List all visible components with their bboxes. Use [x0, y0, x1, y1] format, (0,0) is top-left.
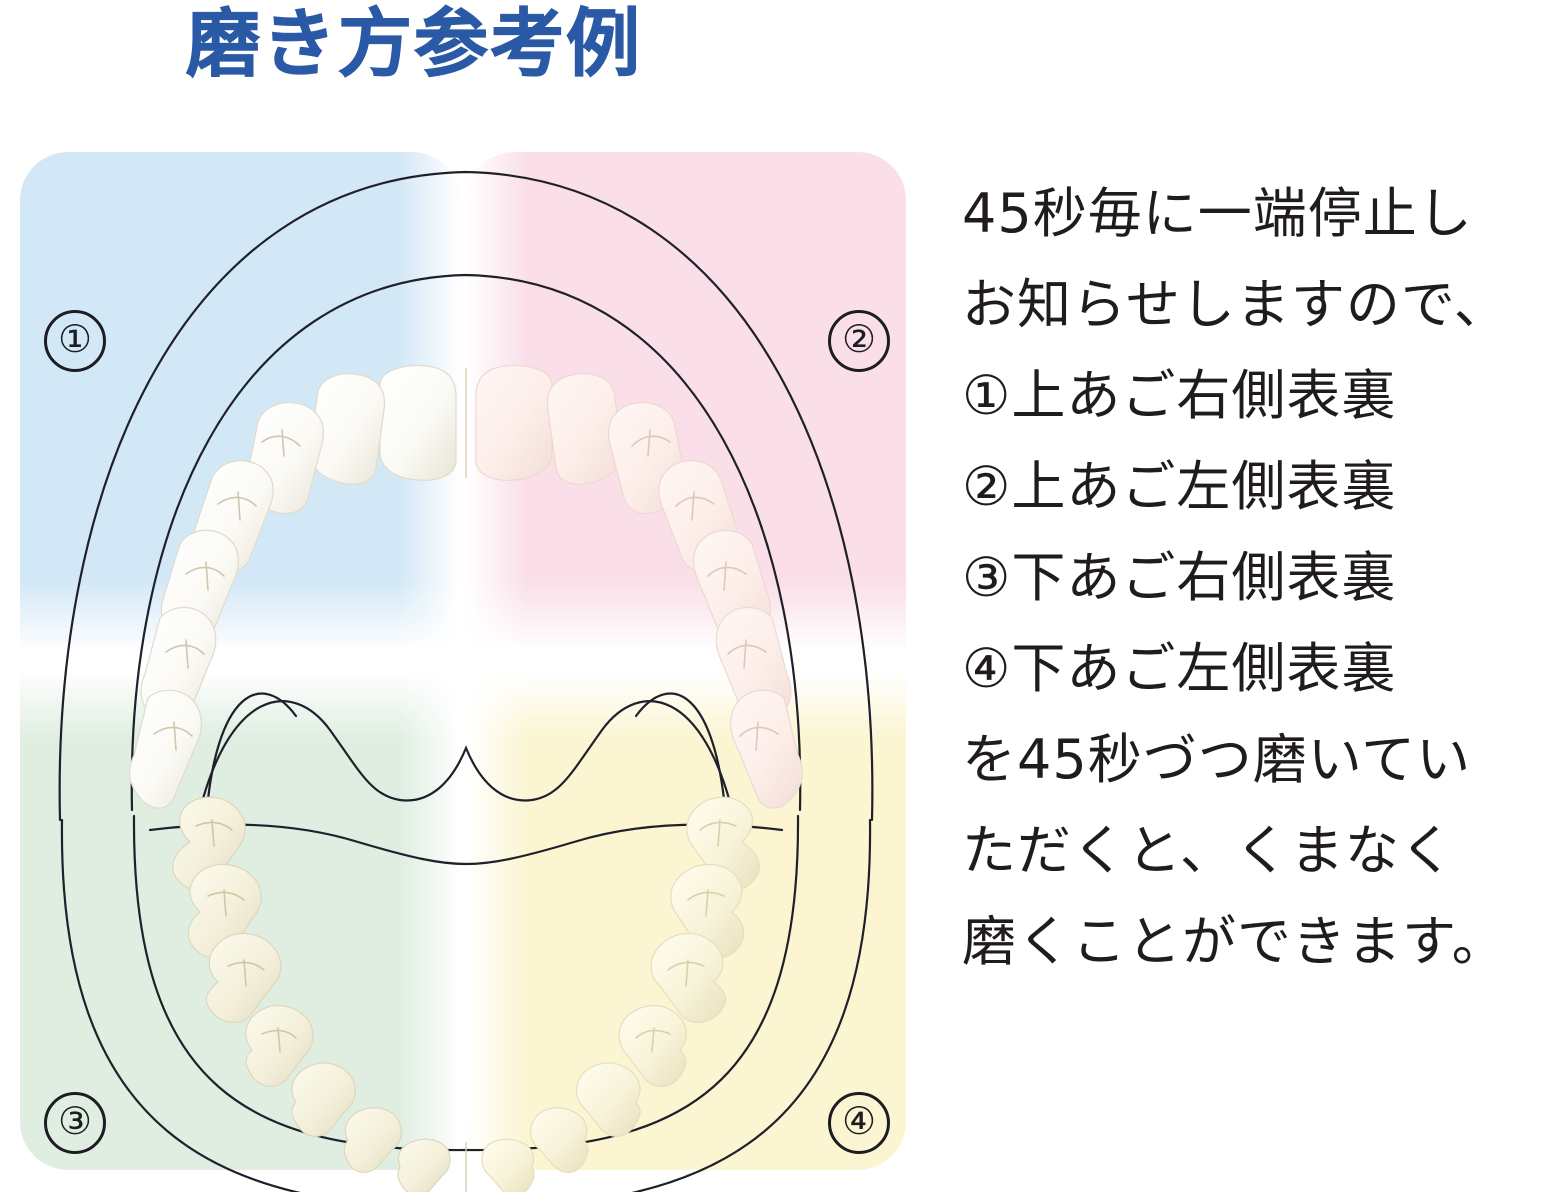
instruction-line: ④下あご左側表裏: [962, 637, 1397, 700]
quadrant-badge-2: ②: [828, 310, 890, 372]
quadrant-panel-2[interactable]: [466, 152, 906, 652]
quadrant-badge-1: ①: [44, 310, 106, 372]
quadrant-panel-4[interactable]: [466, 670, 906, 1170]
quadrant-4-fill: [466, 670, 906, 1170]
instruction-line: ただくと、くまなく: [962, 819, 1455, 882]
page-title: 磨き方参考例: [186, 2, 642, 86]
quadrant-badge-3: ③: [44, 1092, 106, 1154]
quadrant-badge-4: ④: [828, 1092, 890, 1154]
instruction-line: 磨くことができます。: [962, 910, 1507, 973]
instruction-line: 45秒毎に一端停止し: [962, 182, 1473, 245]
instruction-line: ②上あご左側表裏: [962, 455, 1397, 518]
instruction-text-block: 45秒毎に一端停止し お知らせしますので、 ①上あご右側表裏 ②上あご左側表裏 …: [962, 168, 1542, 987]
instruction-line: を45秒づつ磨いてい: [962, 728, 1472, 791]
instruction-line: お知らせしますので、: [962, 273, 1509, 336]
quadrant-panel-1[interactable]: [20, 152, 460, 652]
quadrant-2-fill: [466, 152, 906, 652]
dental-arch-quadrant-diagram: ① ② ③ ④: [0, 130, 945, 1192]
quadrant-1-fill: [20, 152, 460, 652]
instruction-line: ①上あご右側表裏: [962, 364, 1397, 427]
instruction-line: ③下あご右側表裏: [962, 546, 1397, 609]
